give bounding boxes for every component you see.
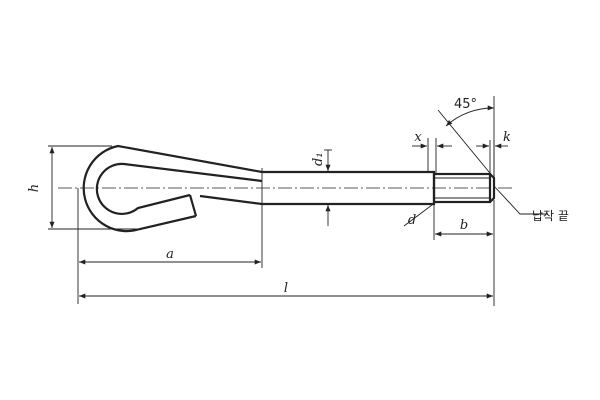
- d-label: d: [408, 213, 416, 228]
- d-leader: [403, 201, 437, 227]
- hook-cut-end: [188, 194, 198, 217]
- hook-eye-inner: [95, 162, 263, 215]
- d1-label: d₁: [311, 152, 326, 166]
- h-label: h: [27, 184, 42, 192]
- tip-note-leader: [493, 185, 548, 215]
- shank-bottom-edge: [199, 194, 263, 206]
- b-label: b: [460, 218, 468, 233]
- k-label: k: [503, 130, 511, 145]
- tip-note-label: 납작 끝: [532, 209, 569, 223]
- angle-label: 45°: [454, 97, 477, 112]
- angle-leg-chamfer: [437, 109, 495, 179]
- angle-arc: [445, 105, 495, 127]
- l-label: l: [284, 281, 288, 296]
- x-label: x: [414, 130, 422, 145]
- hook-eye-outer: [82, 144, 263, 233]
- thread-body: [432, 172, 492, 204]
- a-label: a: [166, 247, 174, 262]
